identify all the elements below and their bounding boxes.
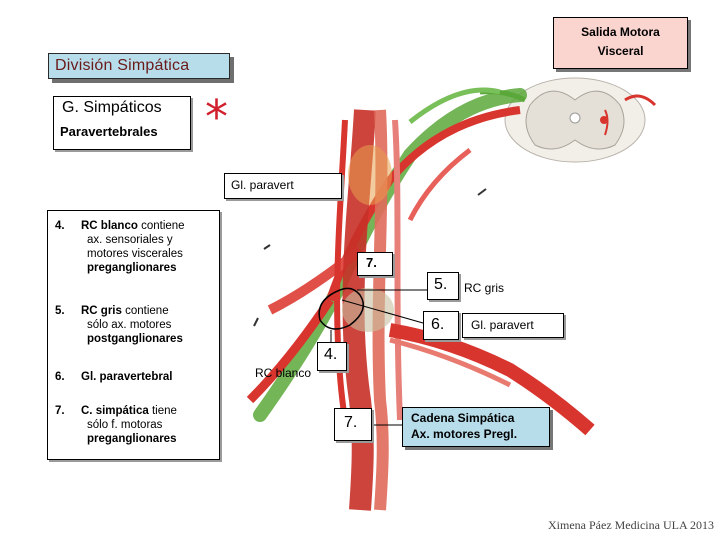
salida-line2: Visceral — [597, 44, 644, 58]
author-credit: Ximena Páez Medicina ULA 2013 — [548, 518, 714, 532]
cadena-line2: Ax. motores Pregl. — [411, 427, 518, 441]
rc-blanco-label: RC blanco — [255, 366, 312, 380]
page-title: División Simpática — [55, 57, 190, 74]
cadena-simpatica-box: Cadena Simpática Ax. motores Pregl. — [402, 407, 550, 447]
label-7-upper: 7. — [357, 252, 393, 276]
legend-item-6: 6. Gl. paravertebral — [55, 371, 173, 383]
gray-ramus-loop — [318, 287, 365, 330]
ganglios-line2: Paravertebrales — [60, 124, 158, 139]
title-box: División Simpática — [48, 53, 230, 79]
ganglios-line1: G. Simpáticos — [62, 99, 162, 116]
label-6: 6. — [423, 311, 459, 340]
salida-motora-box: Salida Motora Visceral — [553, 17, 688, 69]
cadena-line1: Cadena Simpática — [411, 411, 515, 425]
gl-paravert-top-label: Gl. paravert — [231, 178, 294, 192]
spinal-nerve-green — [253, 88, 527, 422]
legend-item-5: 5. RC gris contiene sólo ax. motores pos… — [55, 305, 183, 345]
label-7-lower: 7. — [334, 408, 372, 441]
asterisk-mark: * — [205, 90, 228, 144]
label-4: 4. — [317, 342, 347, 371]
sympathetic-chain — [334, 109, 403, 511]
legend-item-7: 7. C. simpática tiene sólo f. motoras pr… — [55, 405, 177, 445]
ganglios-box: G. Simpáticos Paravertebrales — [53, 96, 191, 150]
label-5: 5. — [427, 272, 459, 300]
rc-gris-label: RC gris — [464, 281, 505, 295]
gl-paravert-side-box: Gl. paravert — [462, 313, 564, 338]
legend-box: 4. RC blanco contiene ax. sensoriales y … — [47, 210, 220, 460]
spinal-cord-section — [479, 77, 657, 163]
legend-item-4: 4. RC blanco contiene ax. sensoriales y … — [55, 220, 185, 274]
gl-paravert-top-box: Gl. paravert — [224, 173, 342, 199]
salida-line1: Salida Motora — [581, 25, 660, 39]
